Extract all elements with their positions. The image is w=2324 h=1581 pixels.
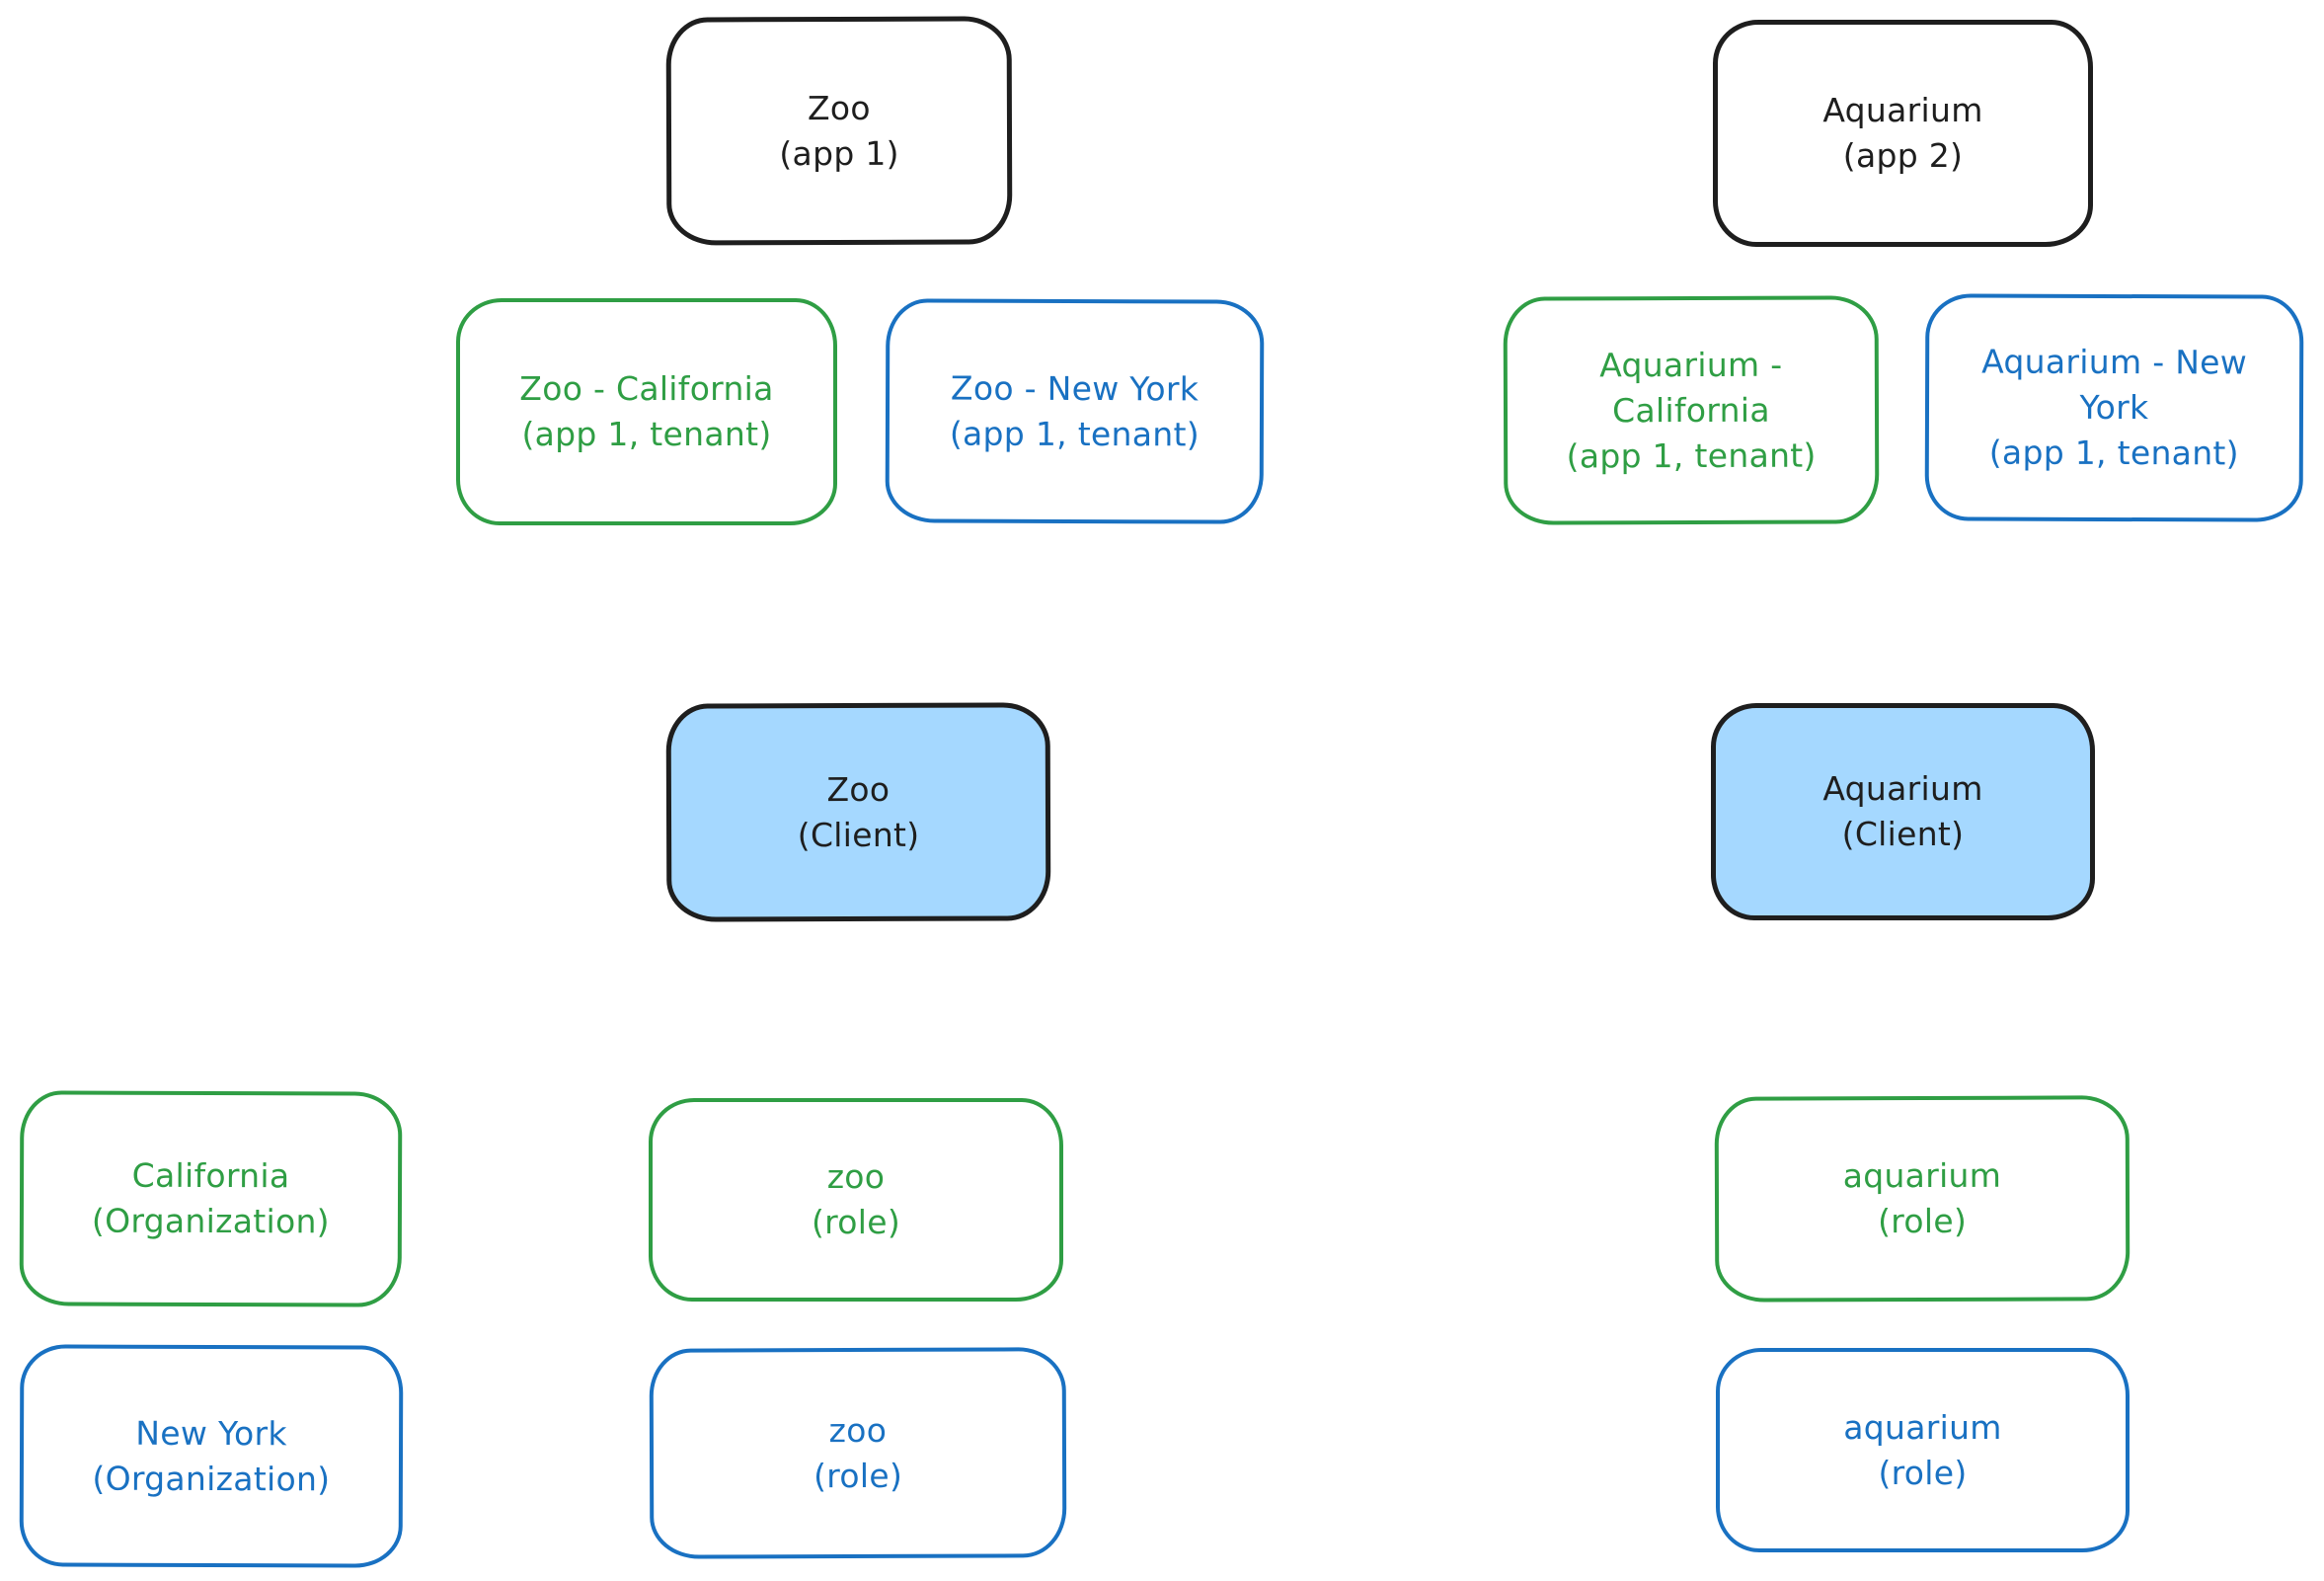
zoo-role-new-york-label: zoo (role) — [813, 1410, 903, 1495]
aquarium-role-new-york-label: aquarium (role) — [1843, 1407, 2002, 1492]
zoo-client-box: Zoo (Client) — [665, 702, 1051, 922]
aquarium-tenant-california-box: Aquarium - California (app 1, tenant) — [1503, 295, 1880, 525]
california-organization-box: California (Organization) — [19, 1090, 403, 1307]
aquarium-app-box: Aquarium (app 2) — [1713, 20, 2093, 247]
zoo-tenant-california-box: Zoo - California (app 1, tenant) — [456, 298, 837, 525]
zoo-role-california-label: zoo (role) — [811, 1157, 901, 1241]
zoo-tenant-new-york-label: Zoo - New York (app 1, tenant) — [949, 368, 1201, 453]
aquarium-client-box: Aquarium (Client) — [1711, 703, 2095, 920]
aquarium-role-california-label: aquarium (role) — [1842, 1155, 2002, 1241]
zoo-app-label: Zoo (app 1) — [779, 88, 899, 173]
zoo-role-new-york-box: zoo (role) — [649, 1347, 1067, 1559]
aquarium-role-new-york-box: aquarium (role) — [1716, 1348, 2130, 1552]
aquarium-tenant-california-label: Aquarium - California (app 1, tenant) — [1566, 345, 1817, 475]
zoo-tenant-new-york-box: Zoo - New York (app 1, tenant) — [885, 298, 1265, 524]
aquarium-app-label: Aquarium (app 2) — [1822, 91, 1983, 175]
aquarium-client-label: Aquarium (Client) — [1822, 769, 1983, 853]
zoo-role-california-box: zoo (role) — [649, 1098, 1063, 1302]
zoo-app-box: Zoo (app 1) — [665, 16, 1013, 246]
new-york-organization-label: New York (Organization) — [92, 1413, 331, 1498]
zoo-client-label: Zoo (Client) — [797, 769, 920, 854]
zoo-tenant-california-label: Zoo - California (app 1, tenant) — [519, 369, 774, 453]
new-york-organization-box: New York (Organization) — [19, 1344, 404, 1568]
aquarium-role-california-box: aquarium (role) — [1714, 1095, 2130, 1303]
california-organization-label: California (Organization) — [91, 1155, 330, 1241]
aquarium-tenant-new-york-label: Aquarium - New York (app 1, tenant) — [1981, 342, 2248, 473]
aquarium-tenant-new-york-box: Aquarium - New York (app 1, tenant) — [1924, 293, 2304, 522]
